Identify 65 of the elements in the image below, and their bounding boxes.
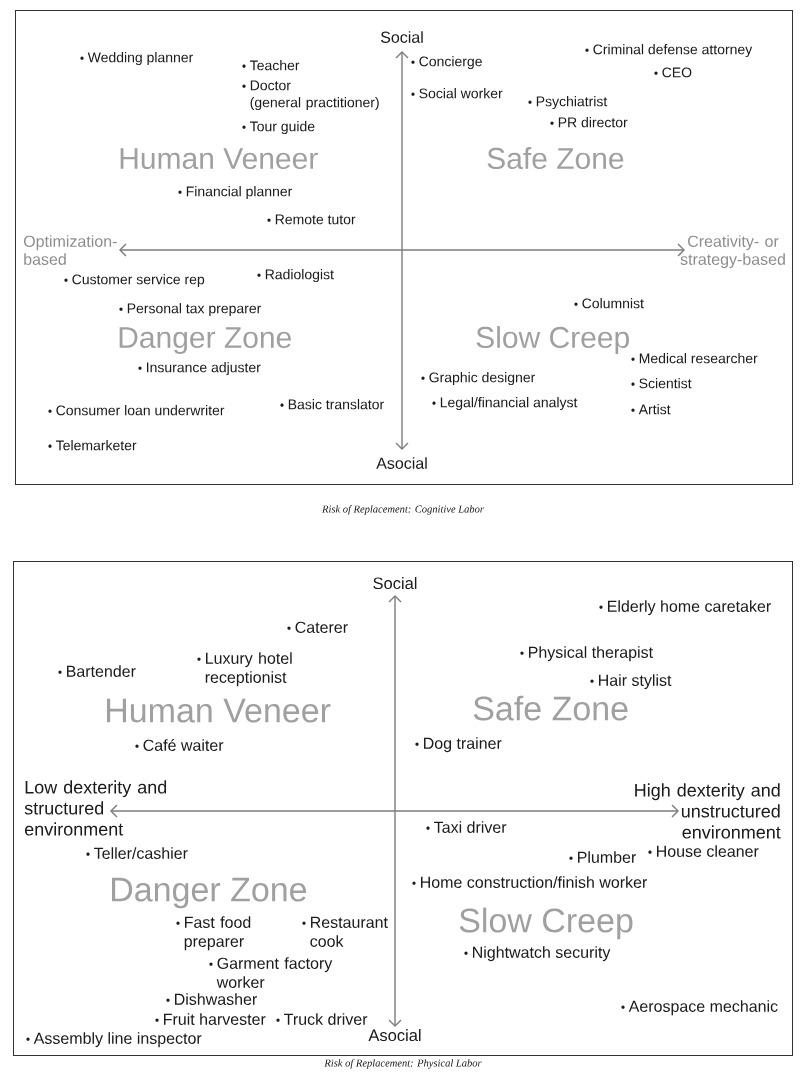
figure-caption: Risk of Replacement: Cognitive Labor <box>322 505 484 515</box>
job-label: Personal tax preparer <box>127 303 262 317</box>
axis-label: Low dexterity and structured environment <box>24 780 167 836</box>
job-label: PR director <box>558 117 628 128</box>
job-label: Graphic designer <box>429 372 536 386</box>
job-label: Nightwatch security <box>473 946 611 962</box>
quadrant-title: Slow Creep <box>476 326 629 355</box>
axis-label: High dexterity and unstructured environment <box>635 783 781 839</box>
quadrant-title: Safe Zone <box>487 147 624 170</box>
quadrant-title: Danger Zone <box>112 877 307 909</box>
job-label: Telemarketer <box>56 440 137 451</box>
job-label: Concierge <box>419 56 482 70</box>
job-label: Assembly line inspector <box>33 1032 202 1048</box>
job-label: Teller/cashier <box>94 847 188 859</box>
job-label: Doctor (general practitioner) <box>250 80 379 111</box>
axis-label: Social <box>373 577 417 590</box>
job-label: Tour guide <box>250 121 315 135</box>
job-label: Artist <box>638 404 671 415</box>
job-label: Truck driver <box>284 1013 368 1025</box>
job-label: Criminal defense attorney <box>593 44 753 58</box>
job-label: Scientist <box>639 378 692 389</box>
axis-label: Optimization-based <box>23 235 117 265</box>
job-label: Physical therapist <box>529 646 653 662</box>
job-label: Wedding planner <box>87 52 194 66</box>
job-label: Taxi driver <box>434 821 507 833</box>
job-label: Café waiter <box>143 739 224 751</box>
job-label: Dog trainer <box>424 737 502 753</box>
job-label: Medical researcher <box>639 353 758 364</box>
axis-label: Social <box>380 31 423 43</box>
job-label: Restaurant cook <box>310 916 388 947</box>
job-label: House cleaner <box>657 845 759 857</box>
job-label: Columnist <box>582 298 644 309</box>
quadrant-title: Human Veneer <box>120 148 318 170</box>
job-label: Elderly home caretaker <box>608 600 771 616</box>
job-label: Financial planner <box>186 186 293 200</box>
axis-label: Asocial <box>376 457 427 469</box>
job-label: Consumer loan underwriter <box>56 405 225 416</box>
job-label: Caterer <box>295 621 348 633</box>
quadrant-title: Danger Zone <box>119 327 291 355</box>
job-label: Teacher <box>250 60 300 71</box>
quadrant-title: Safe Zone <box>473 695 628 721</box>
job-label: Remote tutor <box>275 214 356 225</box>
job-label: Legal/financial analyst <box>440 397 578 411</box>
job-label: Social worker <box>419 88 503 99</box>
job-label: Insurance adjuster <box>147 362 261 376</box>
job-label: Garment factory worker <box>216 957 333 988</box>
quadrant-title: Human Veneer <box>107 698 331 723</box>
job-label: Aerospace mechanic <box>628 1000 778 1016</box>
figure-caption: Risk of Replacement: Physical Labor <box>324 1059 482 1069</box>
quadrant-title: Slow Creep <box>459 907 633 940</box>
job-label: Basic translator <box>288 399 384 410</box>
job-label: Hair stylist <box>599 674 672 690</box>
axis-label: Asocial <box>368 1029 421 1042</box>
job-label: Psychiatrist <box>536 96 608 110</box>
job-label: Luxury hotel receptionist <box>205 652 292 687</box>
axis-label: Creativity- or strategy-based <box>680 235 785 269</box>
job-label: Customer service rep <box>72 274 205 288</box>
job-label: Bartender <box>67 665 136 677</box>
job-label: Home construction/finish worker <box>421 876 648 888</box>
job-label: Plumber <box>578 851 636 863</box>
job-label: Fast food preparer <box>184 916 251 951</box>
job-label: Dishwasher <box>175 993 257 1005</box>
job-label: Fruit harvester <box>164 1013 266 1025</box>
job-label: Radiologist <box>265 269 334 283</box>
job-label: CEO <box>662 67 692 78</box>
